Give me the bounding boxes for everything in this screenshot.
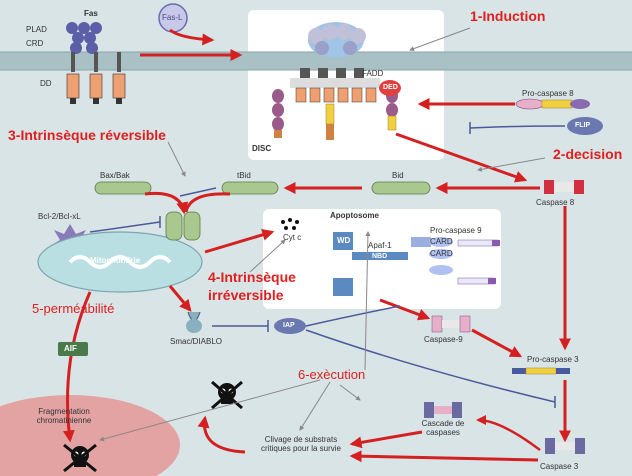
skull-bottom — [63, 443, 97, 473]
cascade-label: Cascade de caspases — [421, 419, 465, 437]
tbid-label: tBid — [237, 171, 251, 180]
caspase8-shape — [544, 180, 584, 194]
smac-label: Smac/DIABLO — [170, 337, 223, 346]
cascade-shape — [424, 402, 462, 418]
tbid-shape — [221, 181, 279, 195]
card2-label: CARD — [430, 249, 453, 258]
fasl-label: Fas-L — [162, 13, 183, 22]
dd-label: DD — [40, 79, 52, 88]
fas-receptor — [66, 22, 126, 104]
bax-bak-shape — [94, 181, 152, 195]
bid-label: Bid — [392, 171, 404, 180]
annotation-intrinseque-reversible: 3-Intrinsèque réversible — [8, 127, 166, 143]
cytc-dots — [281, 218, 299, 230]
bid-shape — [371, 181, 431, 195]
disc-label: DISC — [252, 144, 272, 153]
annotation-intrinseque-irreversible-2: irréversible — [208, 287, 284, 303]
mitochondria-shape — [37, 231, 203, 293]
skull-top — [211, 380, 243, 410]
ded-label: DED — [383, 84, 398, 91]
bcl-label: Bcl-2/Bcl-xL — [38, 212, 81, 221]
nbd-label: NBD — [372, 253, 388, 260]
caspase9-shape — [431, 315, 471, 333]
bax-bak-label: Bax/Bak — [100, 171, 130, 180]
wd-shape — [333, 232, 353, 250]
annotation-decision: 2-decision — [553, 146, 623, 162]
annotation-induction: 1-Induction — [470, 8, 546, 24]
fadd-label: FADD — [362, 69, 384, 78]
mitochondrie-label: Mitochondrie — [90, 256, 141, 265]
card1-label: CARD — [430, 237, 453, 246]
aif-label: AIF — [64, 344, 77, 353]
apoptosome-label: Apoptosome — [330, 211, 379, 220]
plad-label: PLAD — [26, 25, 47, 34]
caspase9-label: Caspase-9 — [424, 335, 463, 344]
annotation-intrinseque-irreversible-1: 4-Intrinsèque — [208, 269, 296, 285]
iap-shape — [274, 318, 306, 334]
clivage-label: Clivage de substrats critiques pour la s… — [260, 435, 342, 453]
aif-shape — [58, 342, 88, 356]
crd-label: CRD — [26, 39, 44, 48]
death-zone — [0, 395, 180, 476]
caspase3-label: Caspase 3 — [540, 462, 579, 471]
apaf1-label: Apaf-1 — [368, 241, 392, 250]
pro-caspase8-label: Pro-caspase 8 — [522, 89, 574, 98]
pro-caspase8-shape — [515, 98, 590, 110]
disc-complex — [272, 22, 401, 140]
caspase3-shape — [545, 438, 585, 454]
annotation-execution: 6-exècution — [298, 367, 366, 382]
wd-label: WD — [337, 236, 351, 245]
cytc-label: Cyt c — [283, 233, 302, 242]
pro-caspase3-label: Pro-caspase 3 — [527, 355, 579, 364]
flip-shape — [567, 117, 603, 135]
fas-label: Fas — [84, 9, 98, 18]
pro-caspase9-label: Pro-caspase 9 — [430, 226, 482, 235]
caspase8-label: Caspase 8 — [536, 198, 575, 207]
pro-caspase3-shape — [512, 367, 570, 375]
fragmentation-label: Fragmentation chromatinienne — [36, 407, 92, 425]
iap-label: IAP — [283, 322, 295, 329]
annotation-permeabilite: 5-perméabilité — [32, 301, 115, 316]
flip-label: FLIP — [575, 122, 591, 129]
